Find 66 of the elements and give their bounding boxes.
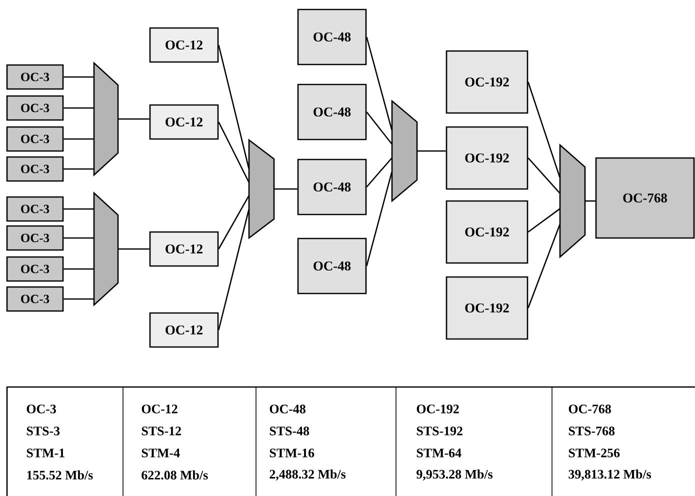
spec-text: STS-48 — [270, 426, 310, 436]
spec-text: STS-192 — [416, 426, 462, 436]
connector-line — [528, 208, 560, 233]
connector-line — [118, 118, 150, 120]
spec-text: STM-256 — [568, 448, 620, 458]
connector-line — [218, 44, 250, 169]
connector-line — [366, 172, 392, 266]
signal-box: OC-12 — [149, 312, 219, 348]
connector-line — [64, 107, 94, 109]
connector-line — [64, 168, 94, 170]
spec-text: OC-48 — [270, 404, 306, 414]
signal-box: OC-12 — [149, 104, 219, 140]
connector-line — [528, 158, 560, 194]
signal-box: OC-48 — [297, 238, 367, 294]
signal-box: OC-48 — [297, 84, 367, 140]
spec-text: STM-1 — [26, 448, 64, 458]
spec-text: OC-12 — [142, 404, 178, 414]
signal-box: OC-3 — [6, 156, 64, 182]
connector-line — [218, 196, 250, 250]
connector-line — [64, 298, 94, 300]
connector-line — [366, 158, 392, 188]
signal-box: OC-3 — [6, 95, 64, 121]
signal-box: OC-192 — [446, 50, 528, 114]
connector-line — [64, 208, 94, 210]
spec-text: STM-16 — [270, 448, 314, 458]
spec-text: STM-4 — [142, 448, 180, 458]
signal-box: OC-3 — [6, 225, 64, 251]
signal-box: OC-192 — [446, 276, 528, 340]
spec-text: STS-768 — [568, 426, 615, 436]
spec-text: 2,488.32 Mb/s — [270, 470, 346, 480]
connector-line — [528, 82, 560, 178]
spec-text: STS-3 — [26, 426, 60, 436]
signal-box: OC-3 — [6, 286, 64, 312]
signal-box: OC-48 — [297, 158, 367, 216]
connector-line — [366, 36, 392, 130]
connector-line — [218, 209, 250, 330]
connector-line — [274, 188, 298, 190]
signal-box: OC-12 — [149, 27, 219, 63]
connector-line — [64, 76, 94, 78]
connector-line — [366, 112, 392, 144]
spec-text: STS-12 — [142, 426, 181, 436]
connector-line — [64, 268, 94, 270]
signal-box: OC-3 — [6, 64, 64, 90]
connector-line — [585, 200, 596, 202]
spec-text: 622.08 Mb/s — [142, 470, 208, 480]
signal-box: OC-12 — [149, 231, 219, 267]
connector-line — [218, 122, 250, 182]
signal-box: OC-3 — [6, 256, 64, 282]
connector-line — [528, 224, 560, 308]
spec-text: 9,953.28 Mb/s — [416, 470, 493, 480]
signal-box: OC-192 — [446, 126, 528, 190]
spec-text: STM-64 — [416, 448, 462, 458]
connector-line — [417, 150, 446, 152]
spec-text: OC-192 — [416, 404, 459, 414]
signal-box: OC-3 — [6, 196, 64, 222]
spec-text: OC-3 — [26, 404, 56, 414]
connector-line — [64, 138, 94, 140]
connector-line — [118, 248, 150, 250]
signal-box: OC-192 — [446, 200, 528, 264]
spec-text: 155.52 Mb/s — [27, 470, 93, 480]
signal-box: OC-3 — [6, 126, 64, 152]
signal-box: OC-768 — [595, 157, 695, 239]
spec-text: 39,813.12 Mb/s — [568, 470, 651, 480]
spec-text: OC-768 — [568, 404, 611, 414]
connector-line — [64, 237, 94, 239]
signal-box: OC-48 — [297, 8, 367, 66]
